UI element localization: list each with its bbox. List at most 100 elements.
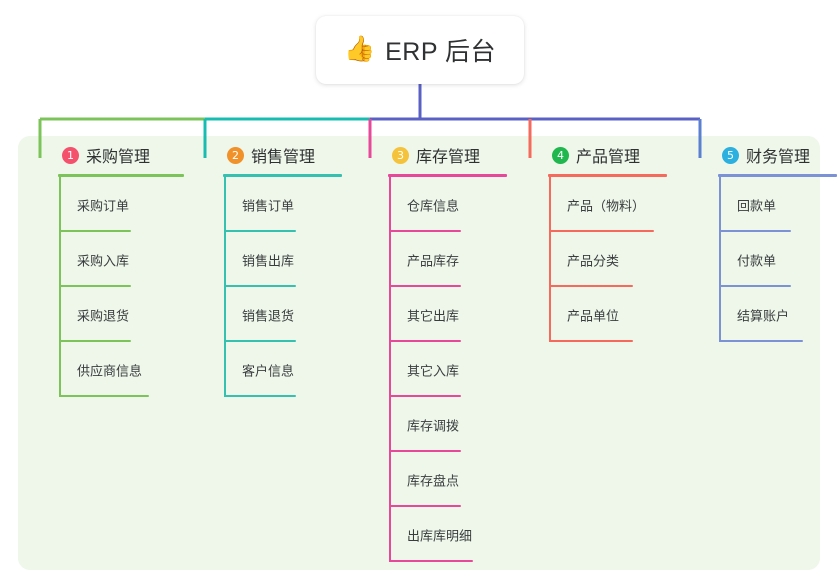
leaf-item-rule <box>549 230 654 232</box>
leaf-item-rule <box>389 505 461 507</box>
leaf-item-label: 结算账户 <box>737 308 790 324</box>
leaf-item-label: 库存调拨 <box>407 418 460 434</box>
leaf-item[interactable]: 销售退货 <box>205 287 370 342</box>
leaf-item-rule <box>389 230 461 232</box>
root-title: ERP 后台 <box>385 38 497 66</box>
branch-title-1: 采购管理 <box>86 149 151 166</box>
branch-spine-5 <box>719 177 721 342</box>
leaf-item-label: 其它出库 <box>407 308 460 324</box>
leaf-item[interactable]: 供应商信息 <box>40 342 205 397</box>
branch-header-2[interactable]: 2 销售管理 <box>205 136 370 174</box>
branch-badge-2: 2 <box>227 146 244 164</box>
leaf-item[interactable]: 仓库信息 <box>370 177 535 232</box>
branch-column-3: 3 库存管理仓库信息产品库存其它出库其它入库库存调拨库存盘点出库库明细 <box>370 136 535 562</box>
leaf-item[interactable]: 出库库明细 <box>370 507 535 562</box>
branch-items-3: 仓库信息产品库存其它出库其它入库库存调拨库存盘点出库库明细 <box>370 177 535 562</box>
leaf-item-rule <box>59 395 149 397</box>
branch-title-3: 库存管理 <box>416 149 481 166</box>
branch-header-4[interactable]: 4 产品管理 <box>530 136 695 174</box>
branch-items-1: 采购订单采购入库采购退货供应商信息 <box>40 177 205 397</box>
branch-badge-5: 5 <box>722 146 739 164</box>
leaf-item-rule <box>389 395 461 397</box>
diagram-background-panel <box>18 136 820 570</box>
leaf-item-label: 销售出库 <box>242 253 295 269</box>
leaf-item-label: 产品库存 <box>407 253 460 269</box>
leaf-item-rule <box>389 450 461 452</box>
leaf-item[interactable]: 其它出库 <box>370 287 535 342</box>
branch-items-4: 产品（物料） 产品分类产品单位 <box>530 177 695 342</box>
branch-spine-3 <box>389 177 391 562</box>
leaf-item-rule <box>224 230 296 232</box>
leaf-item-rule <box>59 230 131 232</box>
leaf-item[interactable]: 采购入库 <box>40 232 205 287</box>
leaf-item-rule <box>389 560 473 562</box>
leaf-item-label: 销售退货 <box>242 308 295 324</box>
leaf-item-rule <box>719 230 791 232</box>
branch-header-rule-1 <box>58 174 184 177</box>
leaf-item[interactable]: 销售出库 <box>205 232 370 287</box>
branch-items-5: 回款单付款单结算账户 <box>700 177 839 342</box>
branch-title-4: 产品管理 <box>576 149 641 166</box>
leaf-item-label: 出库库明细 <box>407 528 473 544</box>
branch-items-2: 销售订单销售出库销售退货客户信息 <box>205 177 370 397</box>
leaf-item-label: 采购入库 <box>77 253 130 269</box>
leaf-item-label: 产品（物料） <box>567 198 646 214</box>
leaf-item[interactable]: 产品分类 <box>530 232 695 287</box>
leaf-item-label: 销售订单 <box>242 198 295 214</box>
leaf-item-label: 产品分类 <box>567 253 620 269</box>
branch-header-5[interactable]: 5 财务管理 <box>700 136 839 174</box>
leaf-item[interactable]: 销售订单 <box>205 177 370 232</box>
leaf-item-label: 供应商信息 <box>77 363 143 379</box>
branch-title-5: 财务管理 <box>746 149 811 166</box>
leaf-item[interactable]: 库存调拨 <box>370 397 535 452</box>
leaf-item-label: 库存盘点 <box>407 473 460 489</box>
leaf-item[interactable]: 产品单位 <box>530 287 695 342</box>
root-node[interactable]: 👍 ERP 后台 <box>316 16 524 84</box>
leaf-item[interactable]: 采购订单 <box>40 177 205 232</box>
leaf-item[interactable]: 回款单 <box>700 177 839 232</box>
leaf-item-rule <box>224 395 296 397</box>
leaf-item-label: 仓库信息 <box>407 198 460 214</box>
leaf-item[interactable]: 其它入库 <box>370 342 535 397</box>
branch-spine-2 <box>224 177 226 397</box>
leaf-item-label: 回款单 <box>737 198 777 214</box>
leaf-item[interactable]: 产品（物料） <box>530 177 695 232</box>
branch-header-rule-2 <box>223 174 342 177</box>
leaf-item[interactable]: 付款单 <box>700 232 839 287</box>
leaf-item-rule <box>224 285 296 287</box>
leaf-item-rule <box>389 340 461 342</box>
branch-spine-1 <box>59 177 61 397</box>
leaf-item-label: 采购订单 <box>77 198 130 214</box>
leaf-item[interactable]: 结算账户 <box>700 287 839 342</box>
leaf-item-rule <box>59 340 131 342</box>
branch-spine-4 <box>549 177 551 342</box>
leaf-item-rule <box>224 340 296 342</box>
branch-header-3[interactable]: 3 库存管理 <box>370 136 535 174</box>
branch-header-rule-3 <box>388 174 507 177</box>
branch-header-rule-5 <box>718 174 837 177</box>
leaf-item[interactable]: 采购退货 <box>40 287 205 342</box>
branch-header-rule-4 <box>548 174 667 177</box>
leaf-item-rule <box>389 285 461 287</box>
branch-title-2: 销售管理 <box>251 149 316 166</box>
leaf-item-label: 采购退货 <box>77 308 130 324</box>
leaf-item-label: 付款单 <box>737 253 777 269</box>
leaf-item-rule <box>549 285 633 287</box>
branch-column-5: 5 财务管理回款单付款单结算账户 <box>700 136 839 342</box>
leaf-item-rule <box>59 285 131 287</box>
branch-column-4: 4 产品管理产品（物料） 产品分类产品单位 <box>530 136 695 342</box>
leaf-item-label: 产品单位 <box>567 308 620 324</box>
leaf-item-rule <box>549 340 633 342</box>
thumbs-up-icon: 👍 <box>343 34 376 63</box>
leaf-item[interactable]: 客户信息 <box>205 342 370 397</box>
branch-column-2: 2 销售管理销售订单销售出库销售退货客户信息 <box>205 136 370 397</box>
leaf-item-rule <box>719 340 803 342</box>
leaf-item-label: 其它入库 <box>407 363 460 379</box>
branch-badge-3: 3 <box>392 146 409 164</box>
branch-badge-4: 4 <box>552 146 569 164</box>
leaf-item[interactable]: 库存盘点 <box>370 452 535 507</box>
leaf-item[interactable]: 产品库存 <box>370 232 535 287</box>
